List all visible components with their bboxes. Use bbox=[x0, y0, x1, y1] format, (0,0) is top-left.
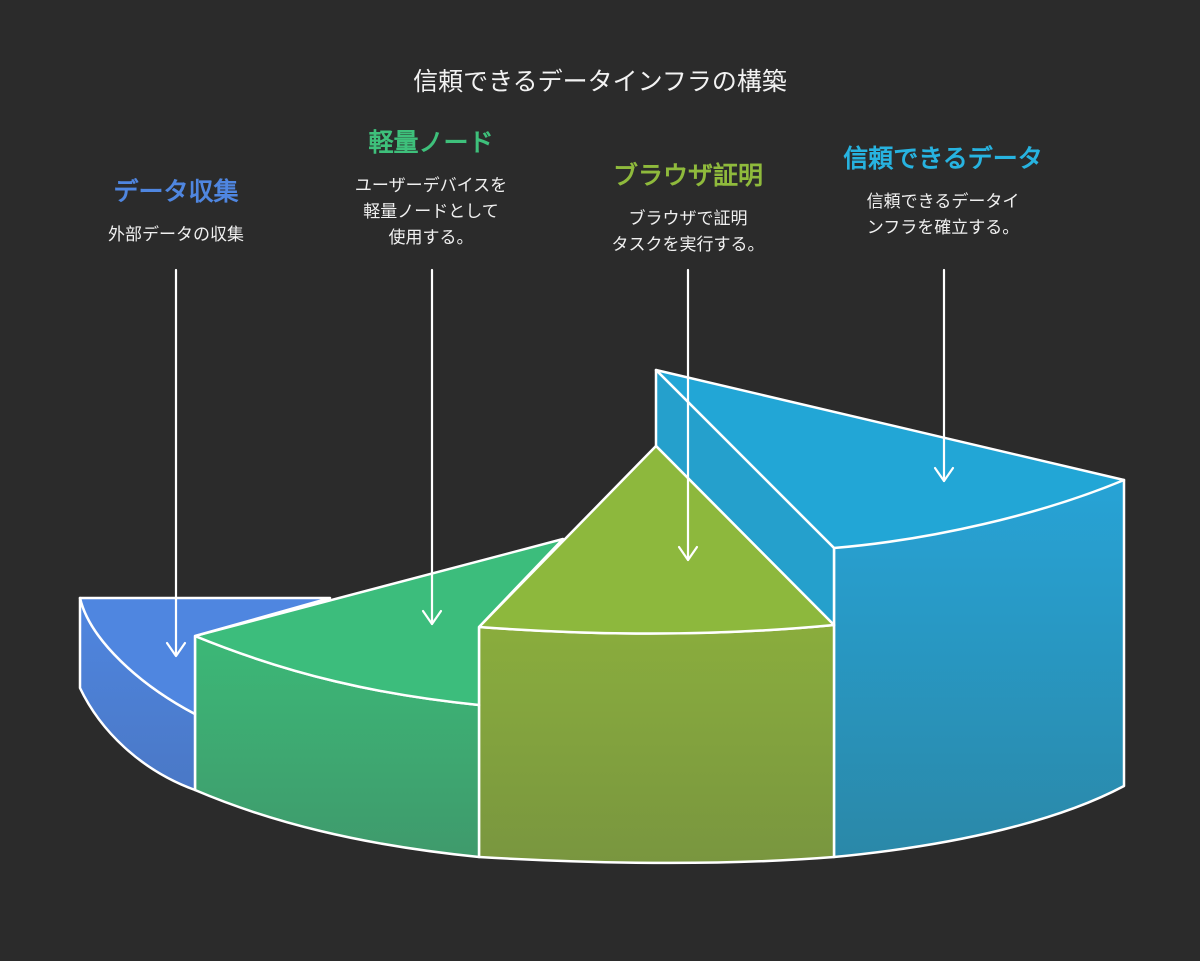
desc-browser-proof: ブラウザで証明 タスクを実行する。 bbox=[611, 209, 765, 255]
label-data-collection: データ収集 外部データの収集 bbox=[46, 176, 306, 248]
arrow-light-node bbox=[421, 268, 443, 626]
arrow-browser-proof bbox=[677, 268, 699, 562]
label-trusted-data: 信頼できるデータ 信頼できるデータイ ンフラを確立する。 bbox=[813, 143, 1073, 241]
label-light-node: 軽量ノード ユーザーデバイスを 軽量ノードとして 使用する。 bbox=[301, 127, 561, 251]
segment-trusted-data-top bbox=[654, 368, 1126, 550]
segment-browser-proof-side bbox=[477, 623, 836, 865]
heading-trusted-data: 信頼できるデータ bbox=[843, 144, 1043, 173]
segment-browser-proof-top bbox=[477, 444, 836, 635]
heading-data-collection: データ収集 bbox=[113, 177, 239, 206]
label-browser-proof: ブラウザ証明 ブラウザで証明 タスクを実行する。 bbox=[558, 160, 818, 258]
heading-browser-proof: ブラウザ証明 bbox=[612, 161, 763, 190]
segment-data-collection-top bbox=[78, 596, 332, 716]
desc-data-collection: 外部データの収集 bbox=[108, 225, 244, 245]
desc-light-node: ユーザーデバイスを 軽量ノードとして 使用する。 bbox=[354, 176, 508, 248]
arrow-trusted-data bbox=[933, 268, 955, 483]
segment-light-node-top bbox=[193, 537, 565, 707]
desc-trusted-data: 信頼できるデータイ ンフラを確立する。 bbox=[866, 192, 1020, 238]
heading-light-node: 軽量ノード bbox=[368, 128, 494, 157]
arrow-data-collection bbox=[165, 268, 187, 658]
diagram-title: 信頼できるデータインフラの構築 bbox=[413, 67, 787, 96]
segment-trusted-data-side bbox=[832, 478, 1126, 859]
